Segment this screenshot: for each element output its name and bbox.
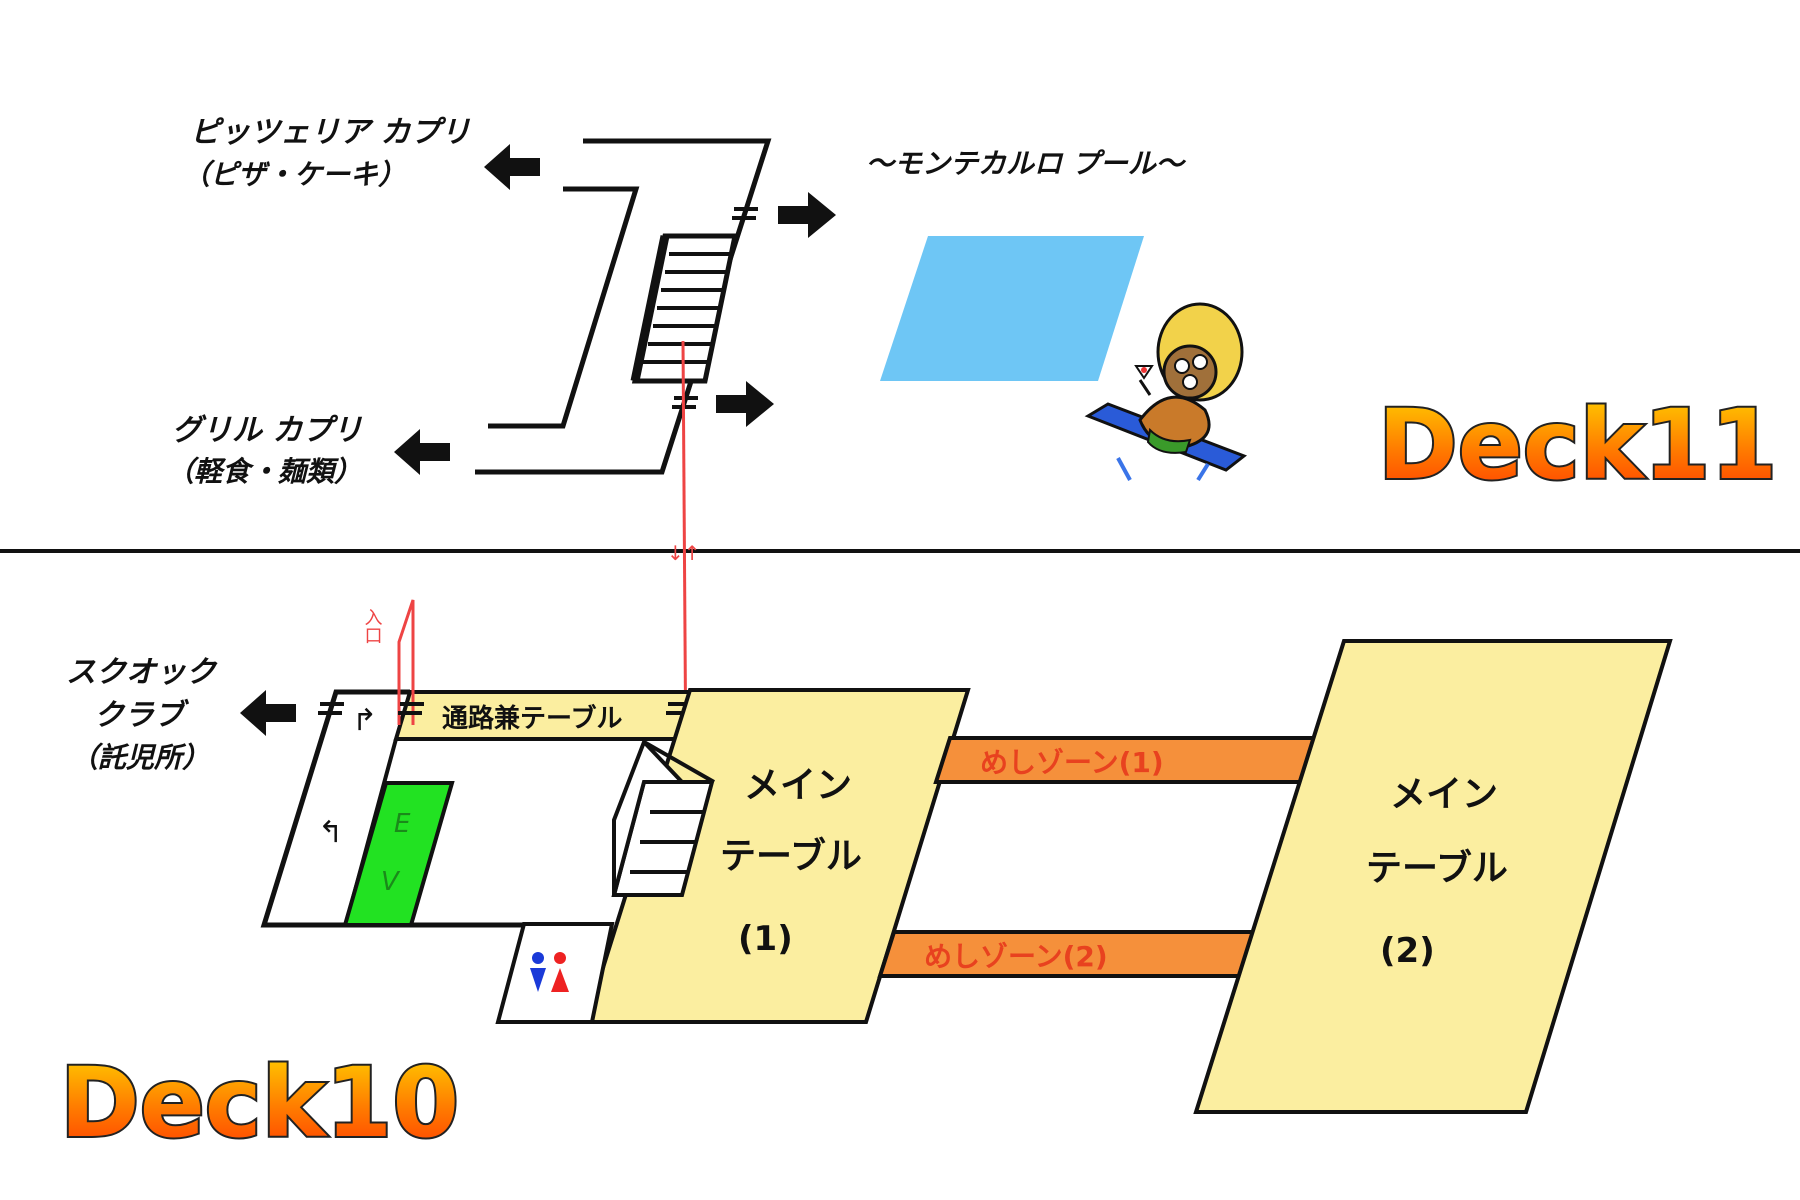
deck11-section: ピッツェリア カプリ （ピザ・ケーキ） グリル カプリ （軽食・麺類） 〜モンテ… — [166, 115, 1779, 503]
restroom — [495, 922, 615, 1024]
club-sub: （託児所） — [70, 741, 210, 774]
arrow-left-icon — [484, 144, 540, 190]
entrance-line — [397, 599, 415, 725]
deck11-corridor-inner — [488, 186, 640, 429]
elevator-label-1: E — [394, 809, 411, 839]
arrow-left-icon — [240, 690, 296, 736]
deck10-title: Deck10 — [60, 1047, 459, 1159]
main-table-2-label-3: (2) — [1380, 931, 1435, 971]
turn-arrow-icon: ↰ — [318, 815, 343, 850]
deck11-staircase — [630, 233, 739, 384]
pool-name: 〜モンテカルロ プール〜 — [866, 147, 1187, 180]
pizzeria-name: ピッツェリア カプリ — [190, 115, 470, 150]
main-table-1-label-1: メイン — [744, 765, 852, 806]
main-table-1 — [583, 688, 971, 1024]
club-name-2: クラブ — [94, 698, 190, 733]
grill-sub: （軽食・麺類） — [166, 455, 362, 488]
elevator-label-2: V — [381, 867, 401, 897]
stair-updown-marker: ↓↑ — [667, 541, 701, 565]
main-table-2-label-2: テーブル — [1366, 847, 1508, 889]
deck10-section: E V ↱ ↰ 入口 スクオック クラブ （託児所） 通路兼テーブル メイン — [58, 599, 1673, 1161]
pool — [880, 236, 1144, 381]
main-table-1-label-3: (1) — [738, 919, 793, 959]
sunbather-illustration — [1084, 302, 1248, 482]
club-name-1: スクオック — [66, 655, 218, 690]
arrow-right-icon — [778, 192, 836, 238]
pizzeria-sub: （ピザ・ケーキ） — [182, 158, 406, 191]
restroom-icon — [530, 952, 569, 992]
deck10-corridor-outline — [260, 689, 612, 928]
grill-name: グリル カプリ — [172, 413, 362, 448]
main-table-2 — [1193, 639, 1673, 1114]
entrance-label: 入口 — [362, 608, 383, 644]
deck11-door-marks — [672, 207, 758, 409]
main-table-2-label-1: メイン — [1390, 774, 1498, 815]
deck11-title: Deck11 — [1378, 389, 1777, 501]
corridor-table-label: 通路兼テーブル — [442, 703, 622, 734]
deck10-staircase — [611, 738, 715, 897]
main-table-1-label-2: テーブル — [720, 835, 862, 877]
arrow-left-icon — [394, 429, 450, 475]
turn-arrow-icon: ↱ — [352, 703, 377, 738]
elevator — [342, 781, 455, 927]
meshi-zone-1-label: めしゾーン(1) — [980, 746, 1164, 779]
meshi-zone-2-label: めしゾーン(2) — [924, 940, 1108, 973]
arrow-right-icon — [716, 381, 774, 427]
